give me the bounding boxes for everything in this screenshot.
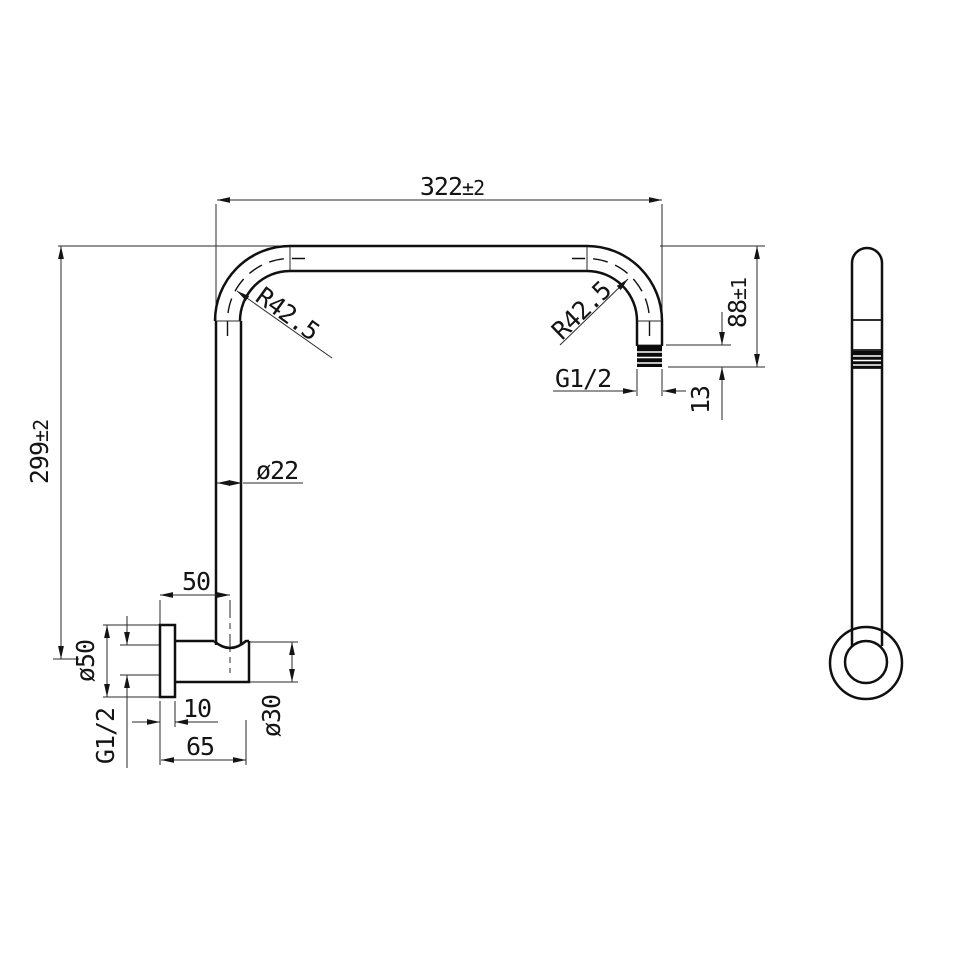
wall-plate: [158, 623, 177, 699]
dim-pipe-diameter: ø22: [256, 456, 298, 485]
dim-left-height: 299±2: [25, 420, 54, 484]
dim-top-width: 322±2: [420, 172, 484, 201]
dim-inlet-thread: G1/2: [91, 708, 120, 764]
right-bend-outer-arc: [586, 244, 664, 322]
connector-body: [175, 641, 251, 684]
dim-thread-length: 13: [686, 386, 715, 414]
dim-center-offset: 50: [182, 567, 210, 596]
dim-body-diameter: ø30: [257, 695, 286, 737]
side-tube-cap: [850, 246, 884, 264]
pipe-body-fillet: [213, 639, 249, 650]
dim-outlet-thread: G1/2: [555, 364, 611, 393]
side-view: [828, 246, 904, 701]
side-flange-outer-circle: [828, 625, 904, 701]
left-bend-centerline-arc: [226, 257, 305, 336]
left-bend-outer-arc: [213, 244, 291, 322]
left-bend-inner-arc: [238, 269, 291, 322]
dim-connector-length: 65: [186, 732, 214, 761]
dim-plate-thickness: 10: [183, 694, 211, 723]
right-bend-centerline-arc: [572, 257, 651, 336]
radius-leader-left: [236, 290, 333, 359]
dim-right-height: 88±1: [723, 278, 752, 328]
radius-leader-right: [559, 278, 629, 346]
side-flange-inner-circle: [843, 639, 889, 685]
side-thread-hatch: [852, 351, 882, 368]
dimension-lines: [58, 197, 760, 768]
front-view: [158, 244, 664, 699]
outlet-thread-hatch: [637, 346, 662, 367]
dim-plate-diameter: ø50: [71, 640, 100, 682]
